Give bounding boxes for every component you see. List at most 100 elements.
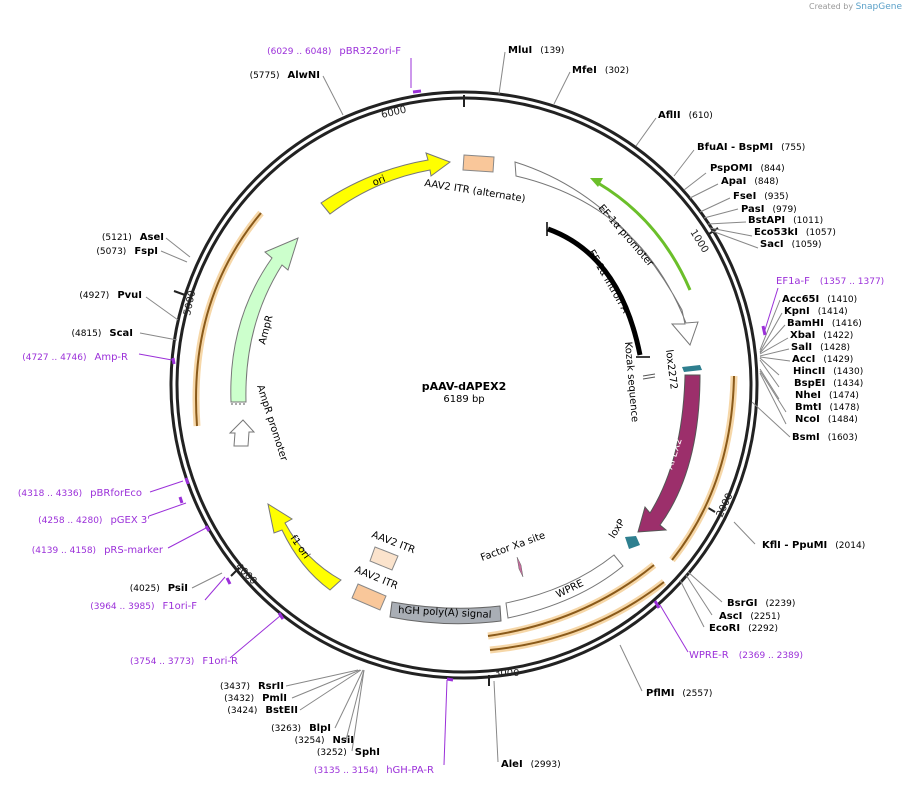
primer-ef1a-f[interactable]: EF1a-F(1357 .. 1377) <box>776 276 884 287</box>
feature-label-ef1a-promoter: EF-1α promoter <box>596 203 656 270</box>
feature-green-arrow[interactable] <box>597 181 692 291</box>
svg-text:BfuAI - BspMI(755): BfuAI - BspMI(755) <box>697 142 805 153</box>
primer-marks <box>171 89 767 682</box>
site-scai[interactable]: (4815)ScaI <box>71 328 133 339</box>
svg-text:BsrGI(2239): BsrGI(2239) <box>727 598 795 609</box>
primer-prs-marker[interactable]: (4139 .. 4158)pRS-marker <box>32 545 164 556</box>
orange-arrow-right-2[interactable] <box>489 581 665 651</box>
site-bsrgi[interactable]: BsrGI(2239) <box>727 598 795 609</box>
site-alwni[interactable]: (5775)AlwNI <box>250 70 320 81</box>
tick-label-5000: 5000 <box>182 289 198 316</box>
site-pasi[interactable]: PasI(979) <box>741 204 797 215</box>
feature-label-lox2272: lox2272 <box>663 349 679 390</box>
site-kpni[interactable]: KpnI(1414) <box>784 306 848 317</box>
site-pspomi[interactable]: PspOMI(844) <box>710 163 785 174</box>
svg-text:BmtI(1478): BmtI(1478) <box>795 402 859 413</box>
site-hincii[interactable]: HincII(1430) <box>793 366 863 377</box>
site-blpi[interactable]: (3263)BlpI <box>271 723 331 734</box>
primer-pbr322ori-f[interactable]: (6029 .. 6048)pBR322ori-F <box>267 46 401 57</box>
svg-text:AleI(2993): AleI(2993) <box>501 759 561 770</box>
svg-text:PasI(979): PasI(979) <box>741 204 797 215</box>
primer-wpre-r[interactable]: WPRE-R(2369 .. 2389) <box>689 650 803 661</box>
site-nhei[interactable]: NheI(1474) <box>795 390 859 401</box>
orange-arrow-left[interactable] <box>195 212 262 427</box>
site-bsmi[interactable]: BsmI(1603) <box>792 432 858 443</box>
site-bstapi[interactable]: BstAPI(1011) <box>748 215 823 226</box>
site-sali[interactable]: SalI(1428) <box>791 342 850 353</box>
site-mlui[interactable]: MluI(139) <box>508 45 564 56</box>
site-xbai[interactable]: XbaI(1422) <box>790 330 853 341</box>
site-bmti[interactable]: BmtI(1478) <box>795 402 859 413</box>
site-sphi[interactable]: (3252)SphI <box>317 747 380 758</box>
primer-amp-r[interactable]: (4727 .. 4746)Amp-R <box>22 352 128 363</box>
svg-text:(4927)PvuI: (4927)PvuI <box>79 290 142 301</box>
site-acci[interactable]: AccI(1429) <box>792 354 853 365</box>
svg-text:(4815)ScaI: (4815)ScaI <box>71 328 133 339</box>
feature-itr-1[interactable]: AAV2 ITR <box>369 530 417 571</box>
feature-factor-xa[interactable]: Factor Xa site <box>479 530 547 578</box>
credit-prefix: Created by <box>809 2 854 11</box>
site-pmli[interactable]: (3432)PmlI <box>224 693 287 704</box>
orange-arrow-right-1[interactable] <box>671 375 735 561</box>
site-bspei[interactable]: BspEI(1434) <box>794 378 863 389</box>
svg-text:KpnI(1414): KpnI(1414) <box>784 306 848 317</box>
site-eco53ki[interactable]: Eco53kI(1057) <box>754 227 836 238</box>
site-rsrii[interactable]: (3437)RsrII <box>220 681 284 692</box>
site-bamhi[interactable]: BamHI(1416) <box>787 318 862 329</box>
svg-text:(3263)BlpI: (3263)BlpI <box>271 723 331 734</box>
feature-ori[interactable]: ori <box>320 152 452 215</box>
svg-text:(4025)PsiI: (4025)PsiI <box>130 583 188 594</box>
site-ncoi[interactable]: NcoI(1484) <box>795 414 858 425</box>
svg-text:(5775)AlwNI: (5775)AlwNI <box>250 70 320 81</box>
svg-text:XbaI(1422): XbaI(1422) <box>790 330 853 341</box>
site-aflii[interactable]: AflII(610) <box>658 110 713 121</box>
plasmid-name: pAAV-dAPEX2 <box>422 380 507 393</box>
site-asei[interactable]: (5121)AseI <box>102 232 164 243</box>
primer-f1ori-r[interactable]: (3754 .. 3773)F1ori-R <box>130 656 238 667</box>
feature-lox2272[interactable]: lox2272 <box>663 349 702 390</box>
site-saci[interactable]: SacI(1059) <box>760 239 822 250</box>
site-nsii[interactable]: (3254)NsiI <box>295 735 354 746</box>
site-pvui[interactable]: (4927)PvuI <box>79 290 142 301</box>
orange-arrow-right-3[interactable] <box>487 564 655 637</box>
feature-label-ef1a-intron: EF-1α intron A <box>585 248 630 315</box>
site-bsteii[interactable]: (3424)BstEII <box>227 705 298 716</box>
site-alei[interactable]: AleI(2993) <box>501 759 561 770</box>
primer-pgex-3[interactable]: (4258 .. 4280)pGEX 3' <box>38 515 150 526</box>
primer-pbrforeco[interactable]: (4318 .. 4336)pBRforEco <box>18 488 142 499</box>
svg-text:AflII(610): AflII(610) <box>658 110 713 121</box>
site-fspi[interactable]: (5073)FspI <box>96 246 158 257</box>
tick-label-6000: 6000 <box>380 104 407 120</box>
site-asci[interactable]: AscI(2251) <box>719 611 780 622</box>
feature-wpre[interactable]: WPRE <box>505 554 624 619</box>
svg-text:(3432)PmlI: (3432)PmlI <box>224 693 287 704</box>
feature-hgh-polya[interactable]: hGH poly(A) signal <box>389 601 502 625</box>
snapgene-credit: Created by SnapGene <box>809 2 902 12</box>
svg-text:AccI(1429): AccI(1429) <box>792 354 853 365</box>
feature-apex2[interactable]: APEX2 <box>637 374 701 533</box>
svg-text:(3252)SphI: (3252)SphI <box>317 747 380 758</box>
site-apai[interactable]: ApaI(848) <box>721 176 779 187</box>
site-mfei[interactable]: MfeI(302) <box>572 65 629 76</box>
svg-text:FseI(935): FseI(935) <box>733 191 789 202</box>
feature-loxp[interactable]: loxP <box>607 517 640 549</box>
svg-text:SacI(1059): SacI(1059) <box>760 239 822 250</box>
primer-hgh-pa-r[interactable]: (3135 .. 3154)hGH-PA-R <box>314 765 434 776</box>
feature-ampr[interactable]: AmpR <box>230 237 299 405</box>
svg-text:MfeI(302): MfeI(302) <box>572 65 629 76</box>
site-fsei[interactable]: FseI(935) <box>733 191 789 202</box>
plasmid-length: 6189 bp <box>443 394 484 405</box>
svg-text:BamHI(1416): BamHI(1416) <box>787 318 862 329</box>
site-pflmi[interactable]: PflMI(2557) <box>646 688 712 699</box>
site-psii[interactable]: (4025)PsiI <box>130 583 188 594</box>
feature-f1-ori[interactable]: f1 ori <box>267 502 342 591</box>
svg-text:PspOMI(844): PspOMI(844) <box>710 163 785 174</box>
site-kfli-ppumi[interactable]: KflI - PpuMI(2014) <box>762 540 865 551</box>
site-bfuai-bspmi[interactable]: BfuAI - BspMI(755) <box>697 142 805 153</box>
svg-text:(3254)NsiI: (3254)NsiI <box>295 735 354 746</box>
feature-label-hgh-polya: hGH poly(A) signal <box>398 605 492 621</box>
site-ecori[interactable]: EcoRI(2292) <box>709 623 778 634</box>
site-acc65i[interactable]: Acc65I(1410) <box>782 294 857 305</box>
primer-f1ori-f[interactable]: (3964 .. 3985)F1ori-F <box>90 601 197 612</box>
primer-leaders <box>138 58 779 766</box>
